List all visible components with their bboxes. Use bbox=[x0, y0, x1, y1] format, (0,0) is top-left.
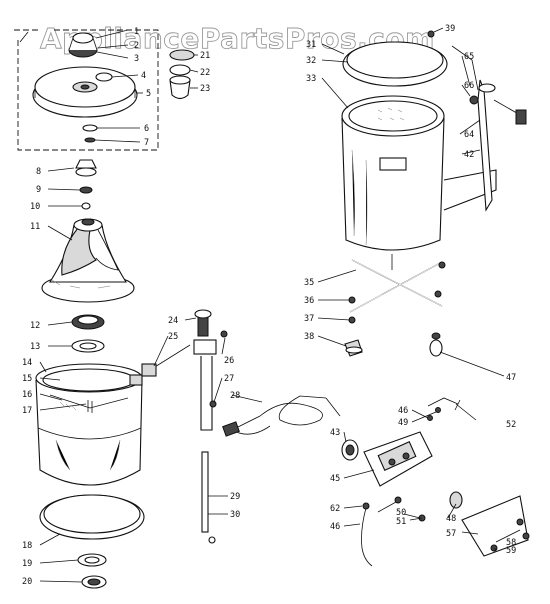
power-cord-part bbox=[222, 395, 341, 437]
callout-33: 33 bbox=[306, 74, 316, 84]
callout-10: 10 bbox=[30, 202, 40, 212]
callout-20: 20 bbox=[22, 577, 32, 587]
callout-21: 21 bbox=[200, 51, 210, 61]
callout-30: 30 bbox=[230, 510, 240, 520]
callout-18: 18 bbox=[22, 541, 32, 551]
callout-labels: 1 2 3 4 5 6 7 8 9 10 11 12 13 14 15 16 1… bbox=[22, 24, 516, 587]
callout-24: 24 bbox=[168, 316, 178, 326]
spring-clip-part bbox=[82, 124, 98, 143]
cross-brace-part bbox=[348, 259, 446, 324]
callout-59: 59 bbox=[506, 546, 516, 556]
callout-57: 57 bbox=[446, 529, 456, 539]
fabric-softener-cap-part bbox=[169, 49, 195, 100]
callout-27: 27 bbox=[224, 374, 234, 384]
callout-32: 32 bbox=[306, 56, 316, 66]
callout-48: 48 bbox=[446, 514, 456, 524]
agitator-cap-group-box bbox=[14, 29, 159, 151]
callout-49: 49 bbox=[398, 418, 408, 428]
callout-65: 65 bbox=[464, 52, 474, 62]
callout-15: 15 bbox=[22, 374, 32, 384]
callout-2: 2 bbox=[134, 41, 139, 51]
callout-29: 29 bbox=[230, 492, 240, 502]
callout-58: 58 bbox=[506, 538, 516, 548]
callout-51: 51 bbox=[396, 517, 406, 527]
outer-tub-lid-part bbox=[342, 30, 448, 87]
bearing-seal-parts bbox=[71, 314, 105, 353]
callout-39: 39 bbox=[445, 24, 455, 34]
callout-50: 50 bbox=[396, 508, 406, 518]
callout-45: 45 bbox=[330, 474, 340, 484]
callout-17: 17 bbox=[22, 406, 32, 416]
callout-8: 8 bbox=[36, 167, 41, 177]
wash-tub-part bbox=[35, 363, 143, 486]
timer-bracket-part bbox=[449, 491, 530, 557]
callout-12: 12 bbox=[30, 321, 40, 331]
agitator-hub-parts bbox=[75, 159, 97, 210]
callout-11: 11 bbox=[30, 222, 40, 232]
callout-43: 43 bbox=[330, 428, 340, 438]
leader-lines bbox=[39, 27, 521, 583]
callout-23: 23 bbox=[200, 84, 210, 94]
callout-22: 22 bbox=[200, 68, 210, 78]
callout-26: 26 bbox=[224, 356, 234, 366]
callout-5: 5 bbox=[146, 89, 151, 99]
callout-42: 42 bbox=[464, 150, 474, 160]
callout-25: 25 bbox=[168, 332, 178, 342]
callout-1: 1 bbox=[134, 27, 139, 37]
leveling-feet-parts bbox=[344, 332, 443, 357]
agitator-cap-part bbox=[68, 32, 98, 58]
callout-6: 6 bbox=[144, 124, 149, 134]
control-panel-parts bbox=[341, 397, 461, 567]
callout-31: 31 bbox=[306, 40, 316, 50]
callout-36: 36 bbox=[304, 296, 314, 306]
callout-46a: 46 bbox=[398, 406, 408, 416]
callout-38: 38 bbox=[304, 332, 314, 342]
agitator-cover-plate-part bbox=[32, 66, 138, 118]
callout-66: 66 bbox=[464, 81, 474, 91]
callout-19: 19 bbox=[22, 559, 32, 569]
callout-9: 9 bbox=[36, 185, 41, 195]
callout-35: 35 bbox=[304, 278, 314, 288]
callout-3: 3 bbox=[134, 54, 139, 64]
callout-64: 64 bbox=[464, 130, 474, 140]
pump-shaft-assembly bbox=[141, 309, 228, 544]
callout-13: 13 bbox=[30, 342, 40, 352]
callout-37: 37 bbox=[304, 314, 314, 324]
callout-4: 4 bbox=[141, 71, 146, 81]
callout-16: 16 bbox=[22, 390, 32, 400]
callout-62: 62 bbox=[330, 504, 340, 514]
outer-tub-part bbox=[341, 79, 527, 270]
agitator-part bbox=[41, 218, 135, 303]
drive-seal-parts bbox=[77, 553, 107, 589]
callout-28: 28 bbox=[230, 391, 240, 401]
callout-47: 47 bbox=[506, 373, 516, 383]
callout-14: 14 bbox=[22, 358, 32, 368]
tub-ring-part bbox=[39, 494, 145, 540]
callout-52: 52 bbox=[506, 420, 516, 430]
callout-7: 7 bbox=[144, 138, 149, 148]
callout-46b: 46 bbox=[330, 522, 340, 532]
